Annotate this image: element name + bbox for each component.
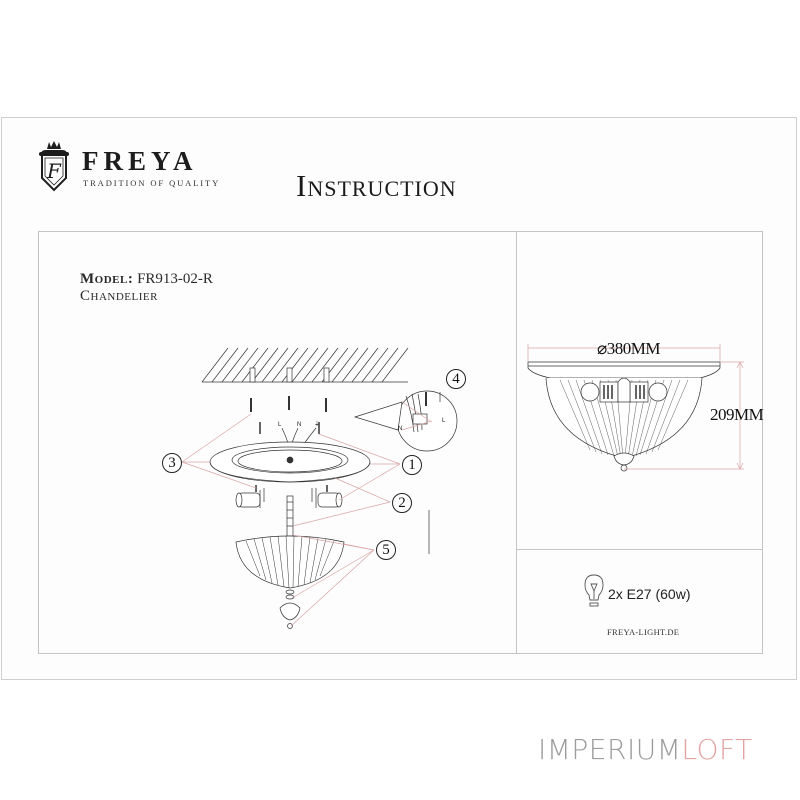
panel-divider-horizontal <box>516 549 763 550</box>
svg-text:N: N <box>398 426 402 432</box>
model-label: Model: <box>80 271 134 287</box>
exploded-view-illustration: L N ⏚ L N <box>181 347 458 629</box>
callout-5: 5 <box>376 540 396 560</box>
panel-divider-vertical <box>516 231 517 654</box>
callout-1: 1 <box>402 455 422 475</box>
bulb-specification: 2x E27 (60w) <box>608 586 691 602</box>
brand-logo: F FREYA TRADITION OF QUALITY <box>37 140 218 196</box>
svg-text:⏚: ⏚ <box>314 421 320 428</box>
height-dimension: 209MM <box>710 405 764 424</box>
fixture-side-view-illustration <box>527 344 744 472</box>
svg-text:L: L <box>278 422 282 428</box>
model-number: FR913-02-R <box>137 271 213 287</box>
watermark-loft: LOFT <box>681 733 753 766</box>
page-title: Instruction <box>296 168 457 203</box>
watermark-imperium: IMPERIUM <box>538 733 682 766</box>
callout-2: 2 <box>392 493 412 513</box>
brand-tagline: TRADITION OF QUALITY <box>83 178 221 188</box>
callout-3: 3 <box>162 453 182 473</box>
svg-text:F: F <box>46 159 62 183</box>
callout-4: 4 <box>446 369 466 389</box>
light-bulb-icon <box>584 574 604 607</box>
model-line: Model: FR913-02-R <box>80 271 213 288</box>
crowned-shield-icon: F <box>39 141 69 192</box>
brand-name: FREYA <box>82 146 198 176</box>
svg-text:N: N <box>297 422 301 428</box>
website-link[interactable]: FREYA-LIGHT.DE <box>607 627 680 637</box>
assembly-diagram: L N ⏚ L N <box>150 330 490 650</box>
svg-text:L: L <box>442 418 446 424</box>
dimension-drawing: ⌀380MM 209MM <box>520 330 765 480</box>
watermark: IMPERIUMLOFT <box>538 733 753 767</box>
product-type: Chandelier <box>80 288 158 304</box>
diameter-dimension: ⌀380MM <box>597 339 660 358</box>
